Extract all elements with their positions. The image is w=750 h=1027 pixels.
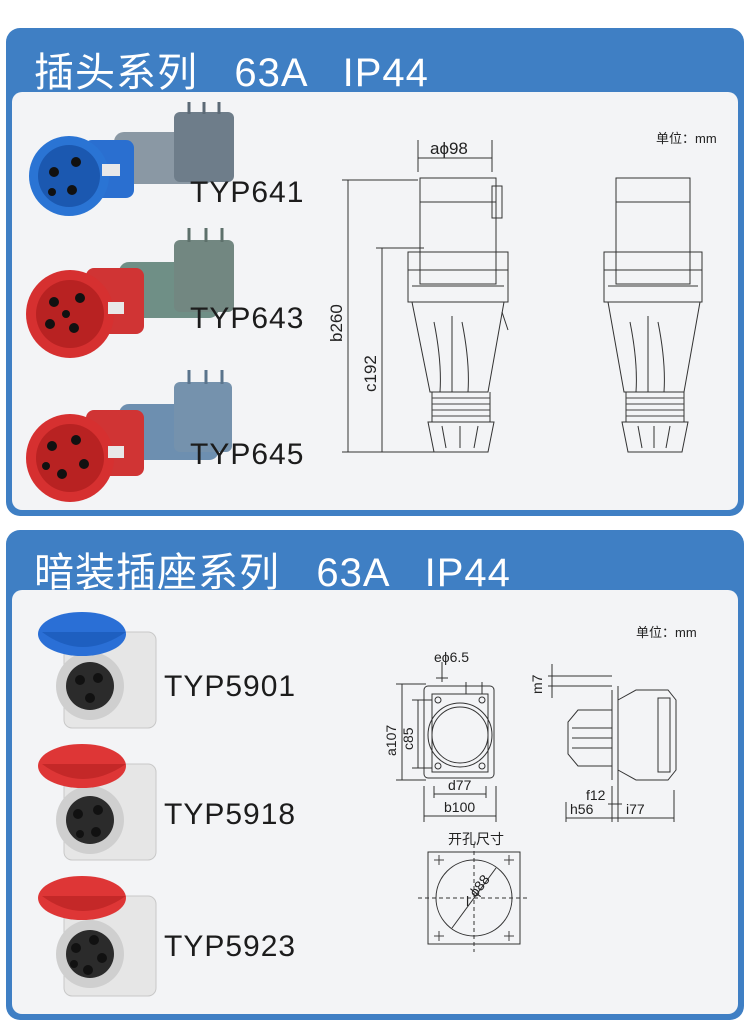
dim-e-label: eϕ6.5 (434, 649, 469, 665)
socket-red-image-2 (38, 876, 157, 997)
dim-b-label: b260 (327, 304, 346, 342)
model-typ5923: TYP5923 (164, 930, 297, 963)
model-typ645: TYP645 (190, 438, 305, 471)
plug-section-panel: 插头系列 63A IP44 单位：mm (6, 28, 744, 516)
plug-technical-drawing: aϕ98 b260 c192 (327, 139, 703, 453)
dim-d-label: d77 (448, 777, 472, 793)
socket-section-panel: 暗装插座系列 63A IP44 单位：mm (6, 530, 744, 1020)
socket-section-title: 暗装插座系列 63A IP44 (34, 551, 511, 595)
plug-red-image-2 (26, 370, 232, 502)
socket-unit-label: 单位：mm (636, 625, 697, 640)
dim-c-socket-label: c85 (400, 727, 416, 750)
dim-c-label: c192 (361, 355, 380, 392)
dim-a-label: aϕ98 (430, 139, 468, 158)
socket-photos (38, 612, 157, 997)
plug-section-title: 插头系列 63A IP44 (34, 51, 429, 95)
model-typ5918: TYP5918 (164, 798, 297, 831)
socket-technical-drawing: eϕ6.5 m7 a107 c85 d77 b100 f12 h56 i77 开… (383, 649, 677, 952)
plug-section-body: 单位：mm (12, 92, 738, 510)
socket-blue-image (38, 612, 157, 729)
plug-blue-image (29, 102, 234, 216)
dim-i-label: i77 (626, 801, 645, 817)
model-typ5901: TYP5901 (164, 670, 297, 703)
model-typ643: TYP643 (190, 302, 305, 335)
plug-red-image-1 (26, 228, 234, 358)
socket-red-image-1 (38, 744, 157, 861)
plug-unit-label: 单位：mm (656, 131, 717, 146)
dim-a-socket-label: a107 (383, 725, 399, 756)
dim-b-socket-label: b100 (444, 799, 475, 815)
cutout-letter: l (466, 893, 469, 909)
dim-f-label: f12 (586, 787, 606, 803)
socket-section-body: 单位：mm (12, 590, 738, 1014)
cutout-dim-label: ϕ88 (466, 871, 493, 899)
model-typ641: TYP641 (190, 176, 305, 209)
dim-h-label: h56 (570, 801, 594, 817)
plug-photos (26, 102, 234, 502)
dim-m-label: m7 (529, 674, 545, 694)
cutout-label: 开孔尺寸 (448, 831, 504, 847)
